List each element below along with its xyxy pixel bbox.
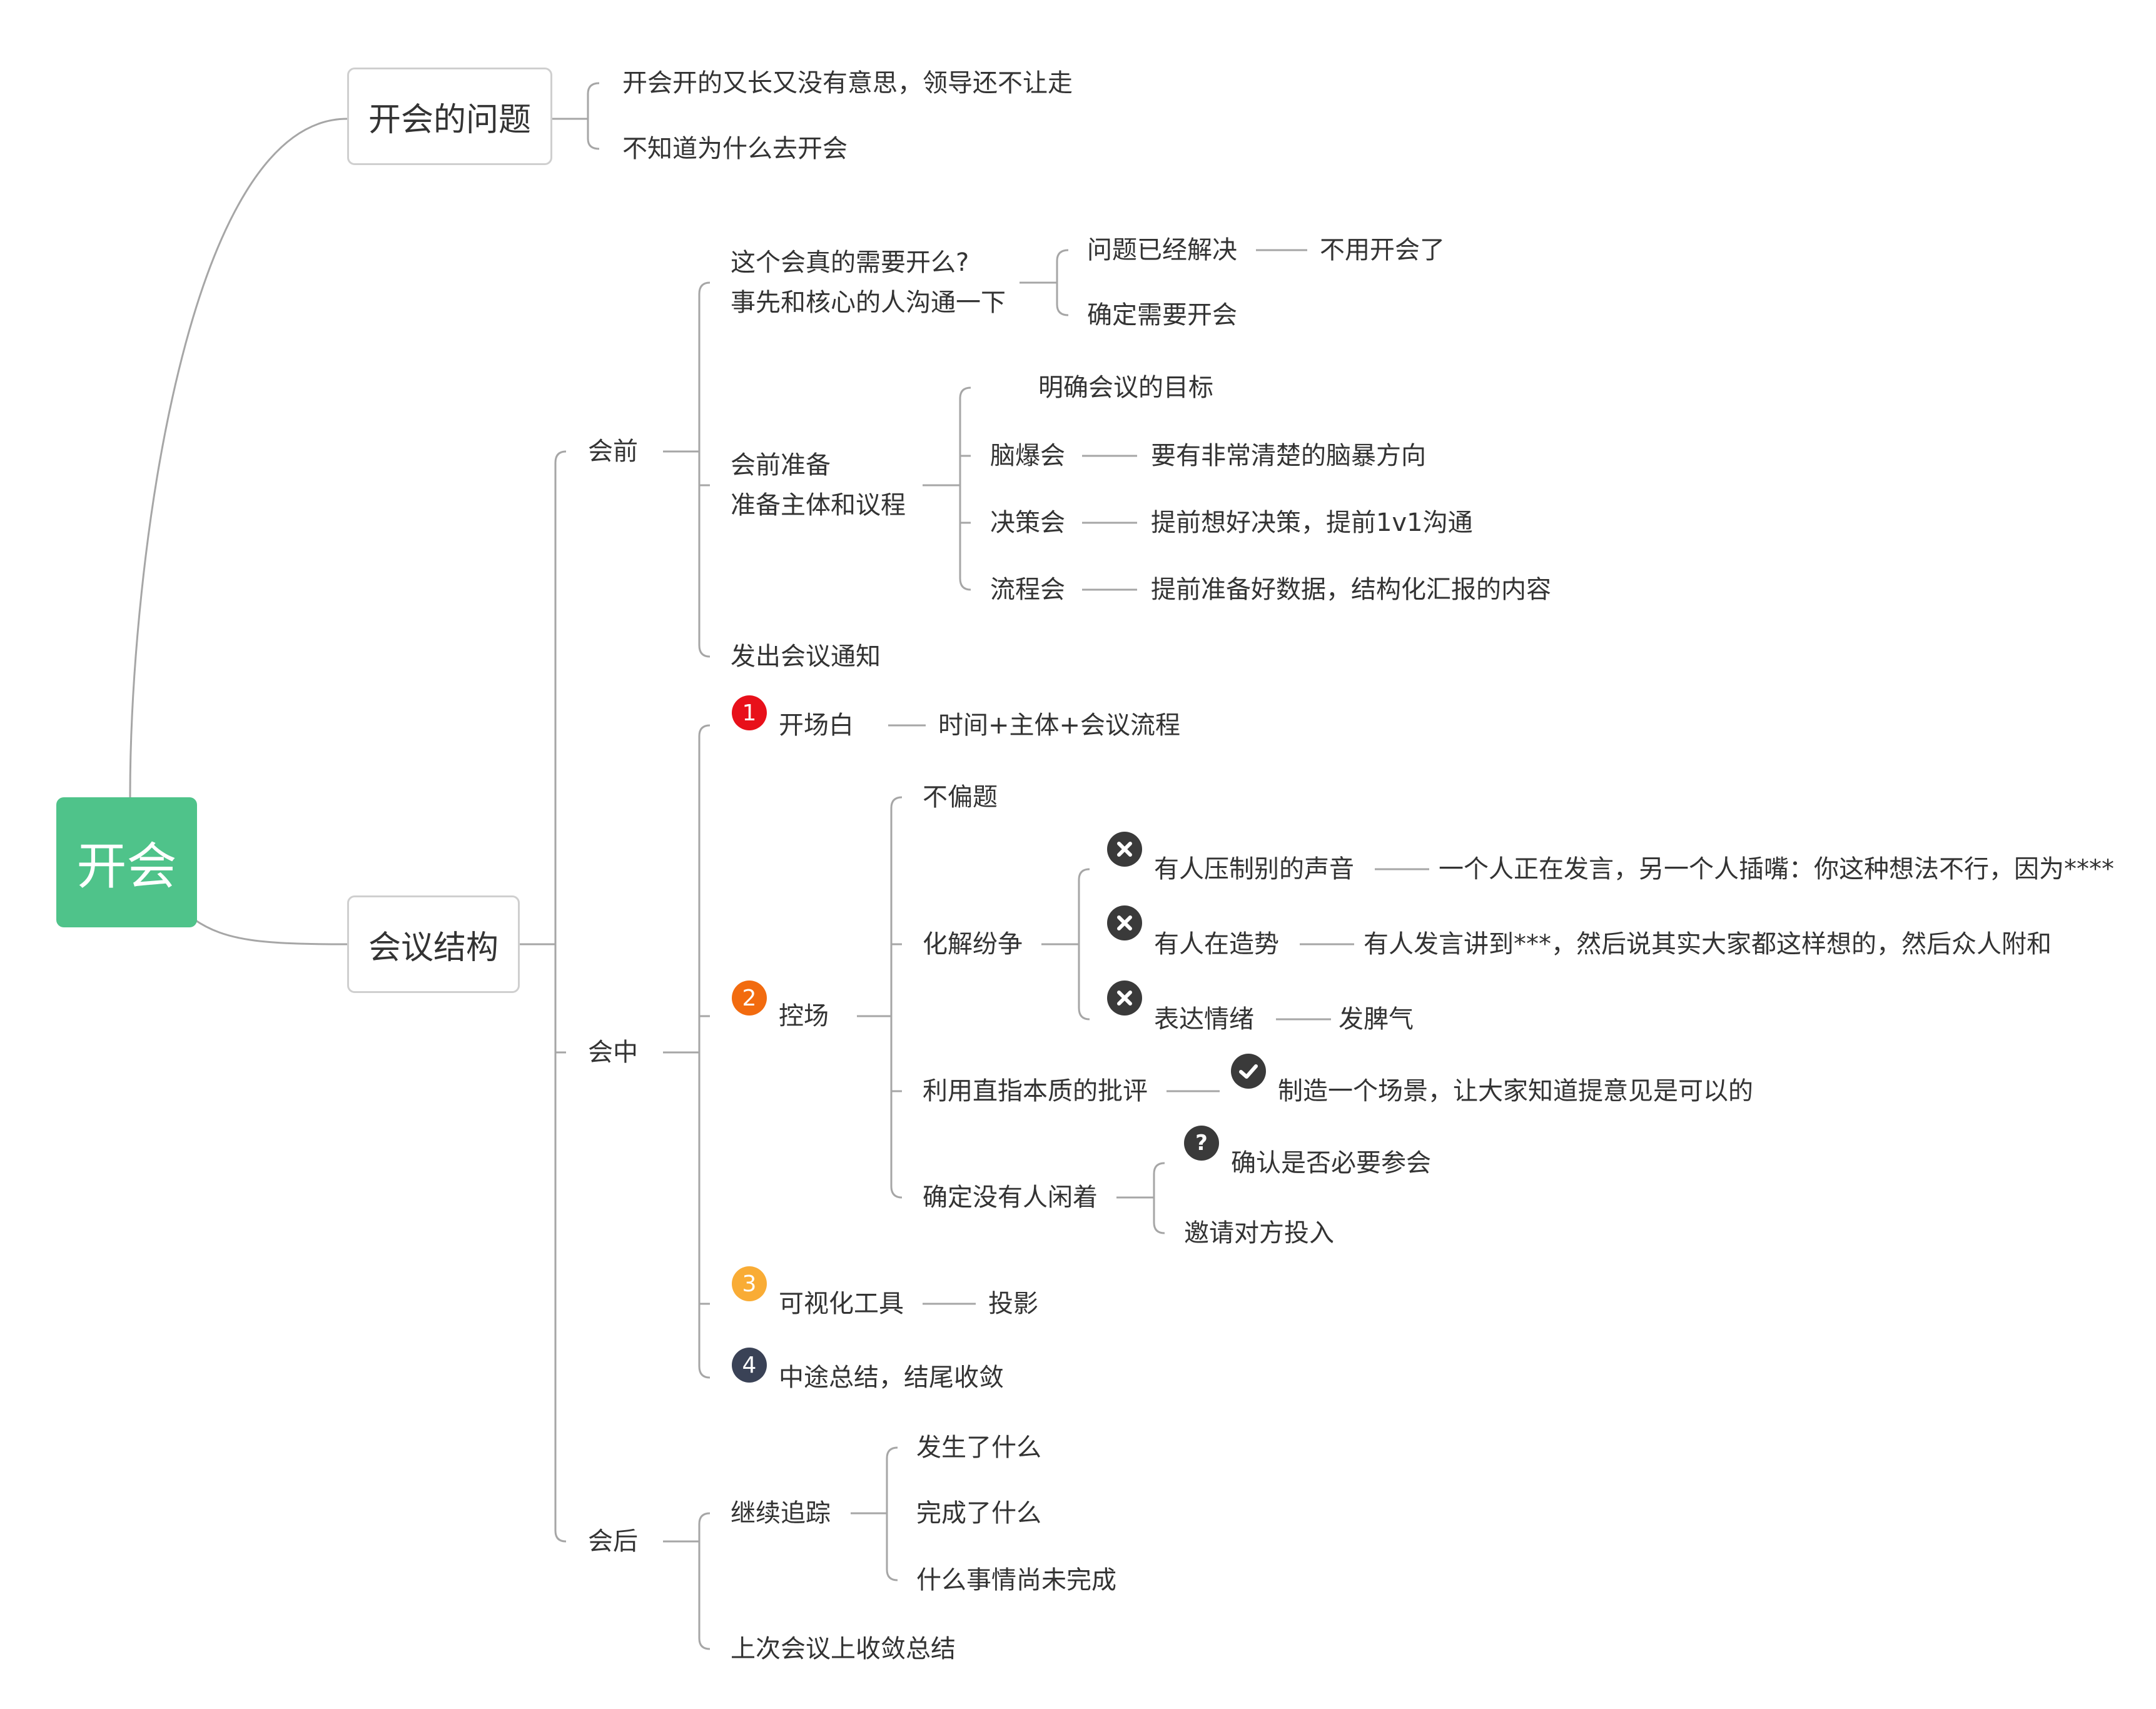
node-summary[interactable]: 中途总结，结尾收敛 xyxy=(779,1363,1004,1392)
node-notice[interactable]: 发出会议通知 xyxy=(731,642,881,671)
node-need-line2: 事先和核心的人沟通一下 xyxy=(731,288,1006,317)
node-trend[interactable]: 有人在造势 xyxy=(1154,930,1279,959)
node-after[interactable]: 会后 xyxy=(588,1527,638,1556)
node-solved[interactable]: 问题已经解决 xyxy=(1087,236,1237,265)
topic-structure-label: 会议结构 xyxy=(368,929,499,967)
node-need-meeting[interactable]: 这个会真的需要开么? 事先和核心的人沟通一下 xyxy=(731,243,1006,323)
cross-icon xyxy=(1107,905,1142,940)
node-prepare[interactable]: 会前准备 准备主体和议程 xyxy=(731,445,906,525)
node-decision-detail[interactable]: 提前想好决策，提前1v1沟通 xyxy=(1151,508,1473,537)
topic-problems-label: 开会的问题 xyxy=(368,101,531,139)
node-on-topic[interactable]: 不偏题 xyxy=(923,783,998,812)
node-idle[interactable]: 确定没有人闲着 xyxy=(923,1183,1098,1212)
node-no-meeting[interactable]: 不用开会了 xyxy=(1320,236,1445,265)
problem-item-why[interactable]: 不知道为什么去开会 xyxy=(622,134,848,163)
node-idle-invite[interactable]: 邀请对方投入 xyxy=(1184,1219,1334,1248)
node-idle-confirm[interactable]: 确认是否必要参会 xyxy=(1231,1149,1431,1177)
node-trend-detail[interactable]: 有人发言讲到***，然后说其实大家都这样想的，然后众人附和 xyxy=(1364,930,2052,959)
node-visual[interactable]: 可视化工具 xyxy=(779,1289,904,1318)
node-track-done[interactable]: 完成了什么 xyxy=(916,1499,1041,1528)
number-4-icon: 4 xyxy=(732,1348,767,1383)
topic-structure[interactable]: 会议结构 xyxy=(347,895,520,993)
node-track-pending[interactable]: 什么事情尚未完成 xyxy=(916,1566,1116,1595)
node-emotion[interactable]: 表达情绪 xyxy=(1154,1005,1254,1034)
node-suppress[interactable]: 有人压制别的声音 xyxy=(1154,855,1354,884)
node-need-line1: 这个会真的需要开么? xyxy=(731,248,969,277)
node-brainstorm[interactable]: 脑爆会 xyxy=(990,441,1065,470)
node-track-happened[interactable]: 发生了什么 xyxy=(916,1433,1041,1462)
node-goal[interactable]: 明确会议的目标 xyxy=(1038,373,1213,402)
node-track[interactable]: 继续追踪 xyxy=(731,1499,831,1528)
problem-item-long-boring[interactable]: 开会开的又长又没有意思，领导还不让走 xyxy=(622,69,1073,98)
number-3-icon: 3 xyxy=(732,1266,767,1301)
node-control[interactable]: 控场 xyxy=(779,1002,829,1031)
svg-text:?: ? xyxy=(1195,1131,1208,1156)
topic-problems[interactable]: 开会的问题 xyxy=(347,68,552,165)
node-before[interactable]: 会前 xyxy=(588,437,638,466)
question-icon: ? xyxy=(1184,1126,1219,1161)
node-prepare-line2: 准备主体和议程 xyxy=(731,491,906,520)
node-confirm-meeting[interactable]: 确定需要开会 xyxy=(1087,301,1237,330)
root-label: 开会 xyxy=(76,837,177,895)
check-icon xyxy=(1231,1054,1266,1089)
node-prepare-line1: 会前准备 xyxy=(731,451,831,480)
cross-icon xyxy=(1107,981,1142,1016)
node-decision[interactable]: 决策会 xyxy=(990,508,1065,537)
node-suppress-detail[interactable]: 一个人正在发言，另一个人插嘴：你这种想法不行，因为**** xyxy=(1439,855,2114,884)
node-emotion-detail[interactable]: 发脾气 xyxy=(1339,1005,1414,1034)
node-converge[interactable]: 上次会议上收敛总结 xyxy=(731,1635,956,1663)
node-brainstorm-detail[interactable]: 要有非常清楚的脑暴方向 xyxy=(1151,441,1426,470)
node-process-detail[interactable]: 提前准备好数据，结构化汇报的内容 xyxy=(1151,575,1551,604)
number-2-icon: 2 xyxy=(732,981,767,1016)
root-node[interactable]: 开会 xyxy=(56,797,197,927)
node-visual-detail[interactable]: 投影 xyxy=(988,1289,1038,1318)
number-1-icon: 1 xyxy=(732,695,767,730)
node-dispute[interactable]: 化解纷争 xyxy=(923,930,1023,959)
node-critique[interactable]: 利用直指本质的批评 xyxy=(923,1077,1148,1106)
node-critique-detail[interactable]: 制造一个场景，让大家知道提意见是可以的 xyxy=(1278,1077,1753,1106)
cross-icon xyxy=(1107,832,1142,867)
node-during[interactable]: 会中 xyxy=(588,1038,638,1067)
node-process[interactable]: 流程会 xyxy=(990,575,1065,604)
node-opening[interactable]: 开场白 xyxy=(779,711,854,740)
node-opening-detail[interactable]: 时间+主体+会议流程 xyxy=(938,711,1181,740)
